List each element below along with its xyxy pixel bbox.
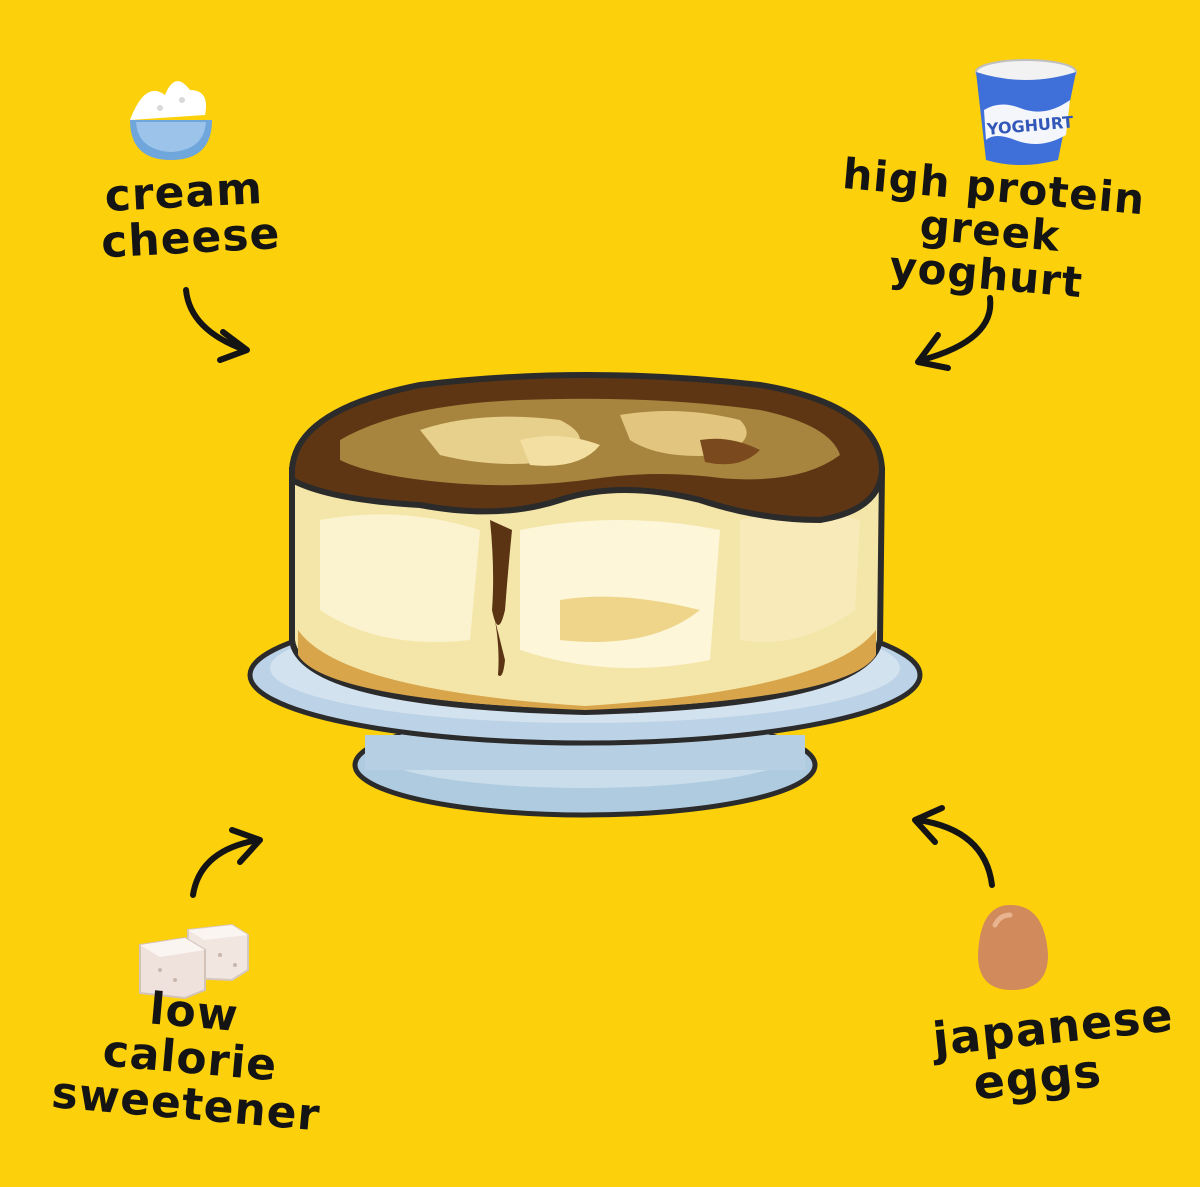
yoghurt-tub-icon: YOGHURT	[975, 59, 1077, 165]
arrow-yoghurt-to-cake-icon	[915, 295, 994, 371]
sweetener-label: low calorie sweetener	[49, 978, 330, 1141]
arrow-eggs-to-cake-icon	[912, 805, 995, 888]
cream-cheese-label: cream cheese	[98, 163, 282, 269]
cheesecake-on-stand-icon	[289, 372, 886, 716]
cream-cheese-bowl-icon	[130, 81, 212, 160]
sugar-cubes-icon	[139, 923, 249, 1000]
cream-cheese-label-line-2: cheese	[99, 208, 282, 269]
arrow-sweetener-to-cake-icon	[190, 827, 263, 898]
egg-icon	[978, 905, 1048, 990]
arrow-cream-to-cake-icon	[183, 287, 250, 363]
